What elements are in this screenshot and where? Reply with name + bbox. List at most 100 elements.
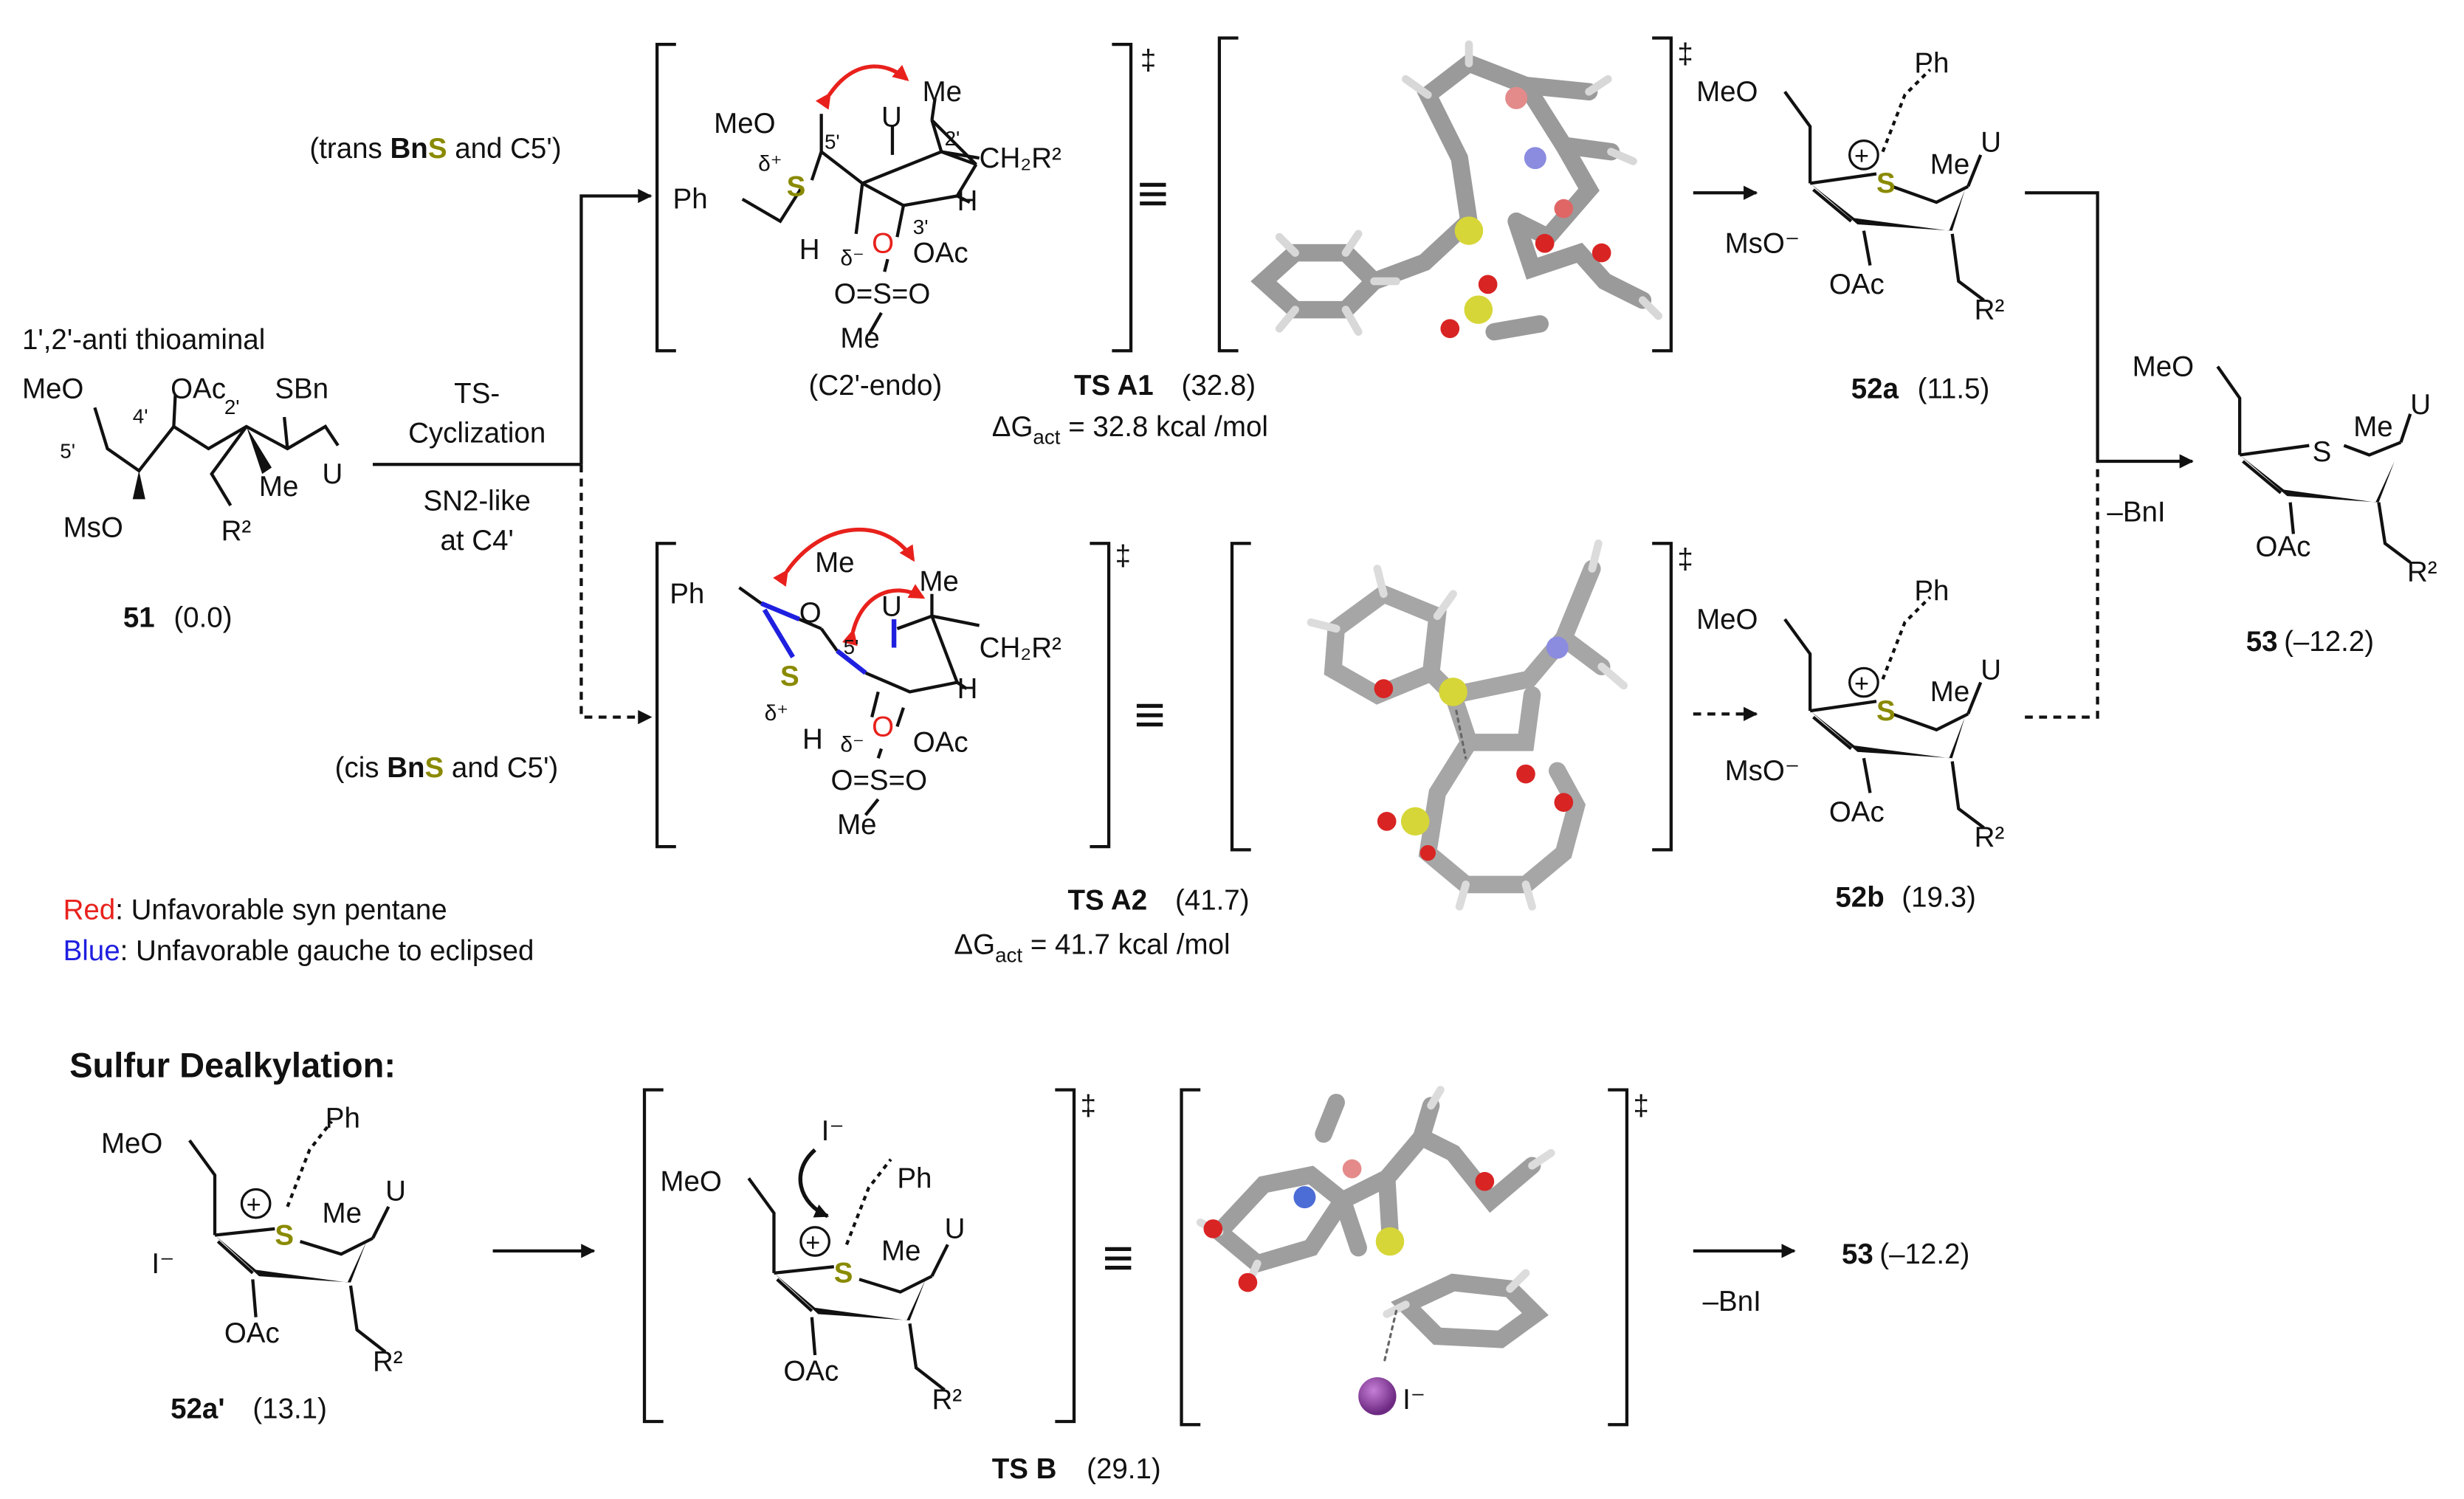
- p52b-plus-circle: [1848, 666, 1879, 698]
- s51-oac: OAc: [171, 373, 226, 404]
- ts-a1-meo: MeO: [714, 108, 775, 139]
- legend-red: Red: Unfavorable syn pentane: [63, 895, 447, 926]
- ts-b-model-iodide: I⁻: [1403, 1384, 1425, 1416]
- arrow-to-ts-a1: [579, 188, 653, 465]
- ts-a1-model-dagger: ‡: [1677, 38, 1693, 70]
- p52a-energy: (11.5): [1918, 373, 1990, 404]
- p52a-ph: Ph: [1914, 48, 1949, 80]
- s51-locant-4: 4': [133, 405, 148, 428]
- ts-a2-bracket-left: [655, 542, 676, 849]
- ts-b-bonds: [747, 1177, 949, 1391]
- conditions: TS- Cyclization SN2-like at C4': [372, 188, 653, 725]
- ts-a1-dagger: ‡: [1140, 44, 1156, 76]
- ts-a1-conformer: (C2'-endo): [809, 370, 943, 402]
- d52-meo: MeO: [101, 1128, 162, 1159]
- ts-a2-ph: Ph: [670, 579, 704, 610]
- ts-a1-h2: H: [957, 185, 978, 217]
- p53-oac: OAc: [2256, 531, 2311, 562]
- ts-a2-oac: OAc: [913, 727, 968, 759]
- ts-a2-dagger: ‡: [1115, 540, 1131, 572]
- ts-a2-ch2r2: CH₂R²: [980, 632, 1061, 664]
- ts-a2-syn-pentane-arrow-inner: [842, 584, 926, 647]
- substrate-51: 1',2'-anti thioaminal MeO OAc SBn U MsO …: [22, 324, 343, 634]
- product-52b-bonds: [1783, 618, 1985, 830]
- ts-a1-u: U: [881, 101, 902, 133]
- p52a-mso: MsO⁻: [1725, 228, 1800, 260]
- ts-a1-syn-pentane-arrow: [815, 64, 909, 110]
- ts-a2-syn-pentane-arrow-outer: [773, 527, 915, 587]
- p52a-u: U: [1981, 127, 2001, 159]
- tsb-meo: MeO: [660, 1166, 721, 1198]
- ts-b-model-bracket-left: [1180, 1088, 1201, 1427]
- line-52b-to-53: [2025, 461, 2099, 719]
- tsb-plus-circle: [799, 1226, 830, 1257]
- ts-a2-energy: (41.7): [1175, 885, 1250, 917]
- product-53-ring-front: [2240, 455, 2395, 503]
- ts-a1-dg: ΔGact = 32.8 kcal /mol: [992, 411, 1268, 449]
- s51-r2: R²: [221, 515, 252, 547]
- p52a-r2: R²: [1975, 294, 2005, 325]
- dealk-product-energy: (–12.2): [1879, 1238, 1969, 1270]
- ts-a2-h2: H: [957, 673, 978, 705]
- p52a-id: 52a: [1851, 373, 1899, 404]
- ts-a2-3d-model: ‡: [1230, 539, 1693, 911]
- product-53: MeO S Me U OAc R² 53 (–12.2): [2133, 351, 2437, 657]
- ts-b-model-dagger: ‡: [1633, 1090, 1648, 1122]
- ts-a1: ‡ MeO 5' U Me 2' CH₂R² δ⁺ S Ph H 3' H δ⁻…: [655, 42, 1268, 449]
- ts-b-energy: (29.1): [1087, 1453, 1161, 1485]
- ts-a1-model-bracket-left: [1217, 36, 1239, 353]
- tsb-s: S: [834, 1258, 853, 1289]
- p53-id: 53: [2246, 626, 2278, 658]
- d52-me: Me: [323, 1197, 362, 1229]
- wedge-4: [132, 470, 145, 500]
- ts-a2-o: O: [799, 597, 822, 629]
- p52a-plus: +: [1854, 142, 1869, 170]
- d52-iodide: I⁻: [151, 1248, 174, 1280]
- ts-a1-o: O: [872, 228, 894, 260]
- ts-a1-bonds: [741, 97, 980, 336]
- tsb-attack-arrow: [798, 1148, 829, 1219]
- tsb-ph: Ph: [897, 1162, 932, 1194]
- legend: Red: Unfavorable syn pentane Blue: Unfav…: [63, 895, 534, 968]
- s51-locant-5: 5': [60, 440, 75, 463]
- p52b-u: U: [1981, 654, 2001, 686]
- ts-a1-h: H: [799, 234, 820, 266]
- ts-a2-equiv: ≡: [1134, 685, 1165, 745]
- p52a-meo: MeO: [1696, 76, 1758, 108]
- s51-sbn: SBn: [275, 373, 328, 404]
- ts-b-name: TS B: [992, 1453, 1057, 1485]
- ts-a2-so: O=S=O: [831, 765, 928, 796]
- dealk-start-dashed-bond: [286, 1120, 334, 1207]
- product-52b: Ph MeO + S Me U MsO⁻ OAc R² 52b (19.3): [1696, 575, 2004, 913]
- ts-b: ‡ I⁻ MeO Ph + S Me U OAc R² ≡ TS B (29.1…: [642, 1088, 1161, 1485]
- ts-a1-c5: 5': [825, 130, 840, 153]
- product-52a-bonds: [1783, 91, 1985, 302]
- tsb-me: Me: [881, 1236, 920, 1267]
- dealk-start-ring-front: [215, 1235, 367, 1283]
- trans-label: (trans BnS and C5'): [309, 133, 561, 165]
- p53-r2: R²: [2407, 556, 2437, 588]
- ts-a2-bracket-right: [1090, 542, 1111, 849]
- arrow-to-ts-a2: [579, 464, 653, 725]
- substrate-51-bonds: [93, 395, 340, 507]
- cond-line2: Cyclization: [408, 417, 546, 449]
- p52b-me: Me: [1930, 676, 1969, 708]
- d52-ph: Ph: [326, 1103, 360, 1134]
- d52-plus: +: [247, 1191, 261, 1219]
- ts-a1-equiv: ≡: [1138, 164, 1169, 224]
- d52-oac: OAc: [224, 1317, 280, 1349]
- tsb-iodide: I⁻: [822, 1115, 844, 1147]
- p52b-energy: (19.3): [1902, 881, 1976, 913]
- substrate-header: 1',2'-anti thioaminal: [22, 324, 265, 356]
- p52b-plus: +: [1854, 669, 1869, 697]
- ts-a1-energy: (32.8): [1182, 370, 1256, 402]
- cond-line3: SN2-like: [423, 485, 530, 517]
- d52-id: 52a': [171, 1393, 224, 1425]
- dealk-product-id: 53: [1842, 1238, 1873, 1270]
- p53-s: S: [2313, 436, 2332, 468]
- ts-a1-oac: OAc: [913, 237, 968, 269]
- line-52a-to-53: [2025, 191, 2099, 461]
- ts-a1-ch2r2: CH₂R²: [980, 142, 1061, 174]
- ts-a2-model-bracket-right: [1652, 542, 1673, 852]
- s51-energy: (0.0): [173, 602, 232, 634]
